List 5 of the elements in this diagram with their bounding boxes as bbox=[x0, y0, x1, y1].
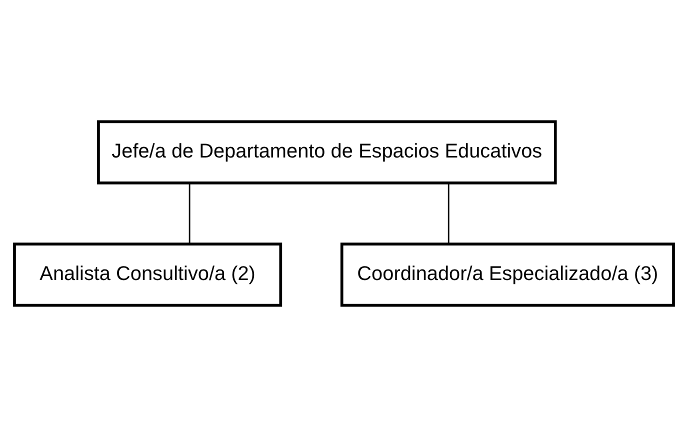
node-box: Coordinador/a Especializado/a (3) bbox=[340, 242, 675, 307]
connector bbox=[448, 183, 450, 244]
node-box: Analista Consultivo/a (2) bbox=[13, 242, 282, 307]
connector bbox=[188, 183, 190, 244]
node-box: Jefe/a de Departamento de Espacios Educativos bbox=[97, 120, 557, 184]
